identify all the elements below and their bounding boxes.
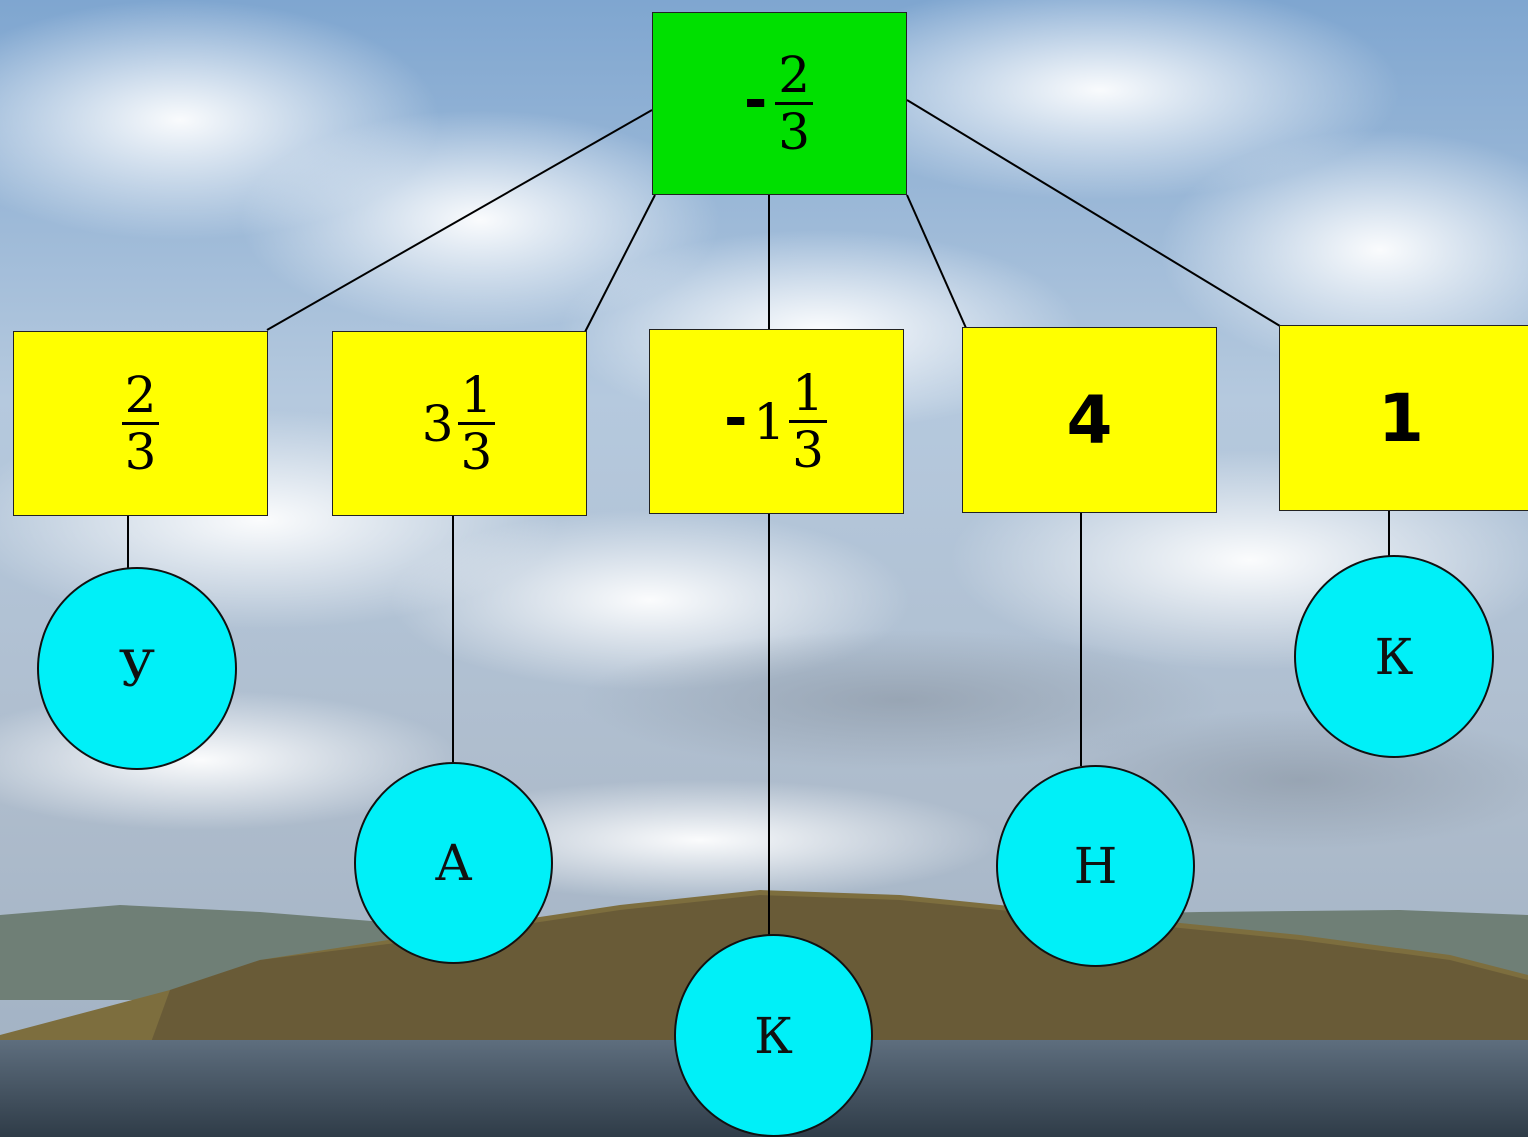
letter-circle-2-label: А (434, 834, 473, 892)
node-3-fraction: 1 3 (789, 368, 827, 475)
root-sign: - (743, 67, 768, 133)
node-2-numerator: 1 (457, 370, 496, 425)
letter-circle-4-label: Н (1073, 837, 1118, 895)
node-3-sign: - (724, 385, 748, 451)
node-2-value: 3 1 3 (422, 370, 498, 477)
node-2-whole: 3 (421, 394, 454, 453)
node-4: 4 (962, 327, 1217, 513)
root-denominator: 3 (778, 103, 811, 161)
node-5-value: 1 (1378, 379, 1424, 457)
node-2-denominator: 3 (460, 423, 493, 481)
letter-circle-4: Н (996, 765, 1195, 967)
node-5: 1 (1279, 325, 1528, 511)
node-1: 2 3 (13, 331, 268, 516)
edge-root-node4 (906, 194, 967, 329)
node-3-whole: 1 (753, 392, 786, 451)
node-2: 3 1 3 (332, 331, 587, 516)
node-1-numerator: 2 (121, 370, 160, 425)
letter-circle-1: У (37, 567, 237, 770)
node-1-fraction: 2 3 (121, 370, 160, 481)
edge-root-node2 (584, 194, 656, 333)
letter-circle-2: А (354, 762, 553, 964)
root-fraction: 2 3 (775, 50, 814, 161)
letter-circle-3-label: К (754, 1006, 793, 1065)
edge-root-node5 (906, 99, 1281, 327)
root-numerator: 2 (775, 50, 814, 105)
node-3-numerator: 1 (789, 368, 827, 423)
letter-circle-3: К (674, 934, 873, 1137)
letter-circle-5: К (1294, 555, 1494, 758)
node-3: - 1 1 3 (649, 329, 904, 514)
letter-circle-1-label: У (118, 639, 156, 698)
node-1-denominator: 3 (124, 423, 157, 481)
root-value: - 2 3 (744, 50, 815, 157)
root-node: - 2 3 (652, 12, 907, 195)
node-4-value: 4 (1066, 381, 1113, 459)
node-3-denominator: 3 (792, 421, 824, 479)
node-1-value: 2 3 (120, 370, 162, 477)
node-3-value: - 1 1 3 (724, 368, 829, 475)
edge-root-node1 (266, 109, 653, 331)
node-2-fraction: 1 3 (457, 370, 496, 481)
letter-circle-5-label: К (1374, 627, 1414, 686)
